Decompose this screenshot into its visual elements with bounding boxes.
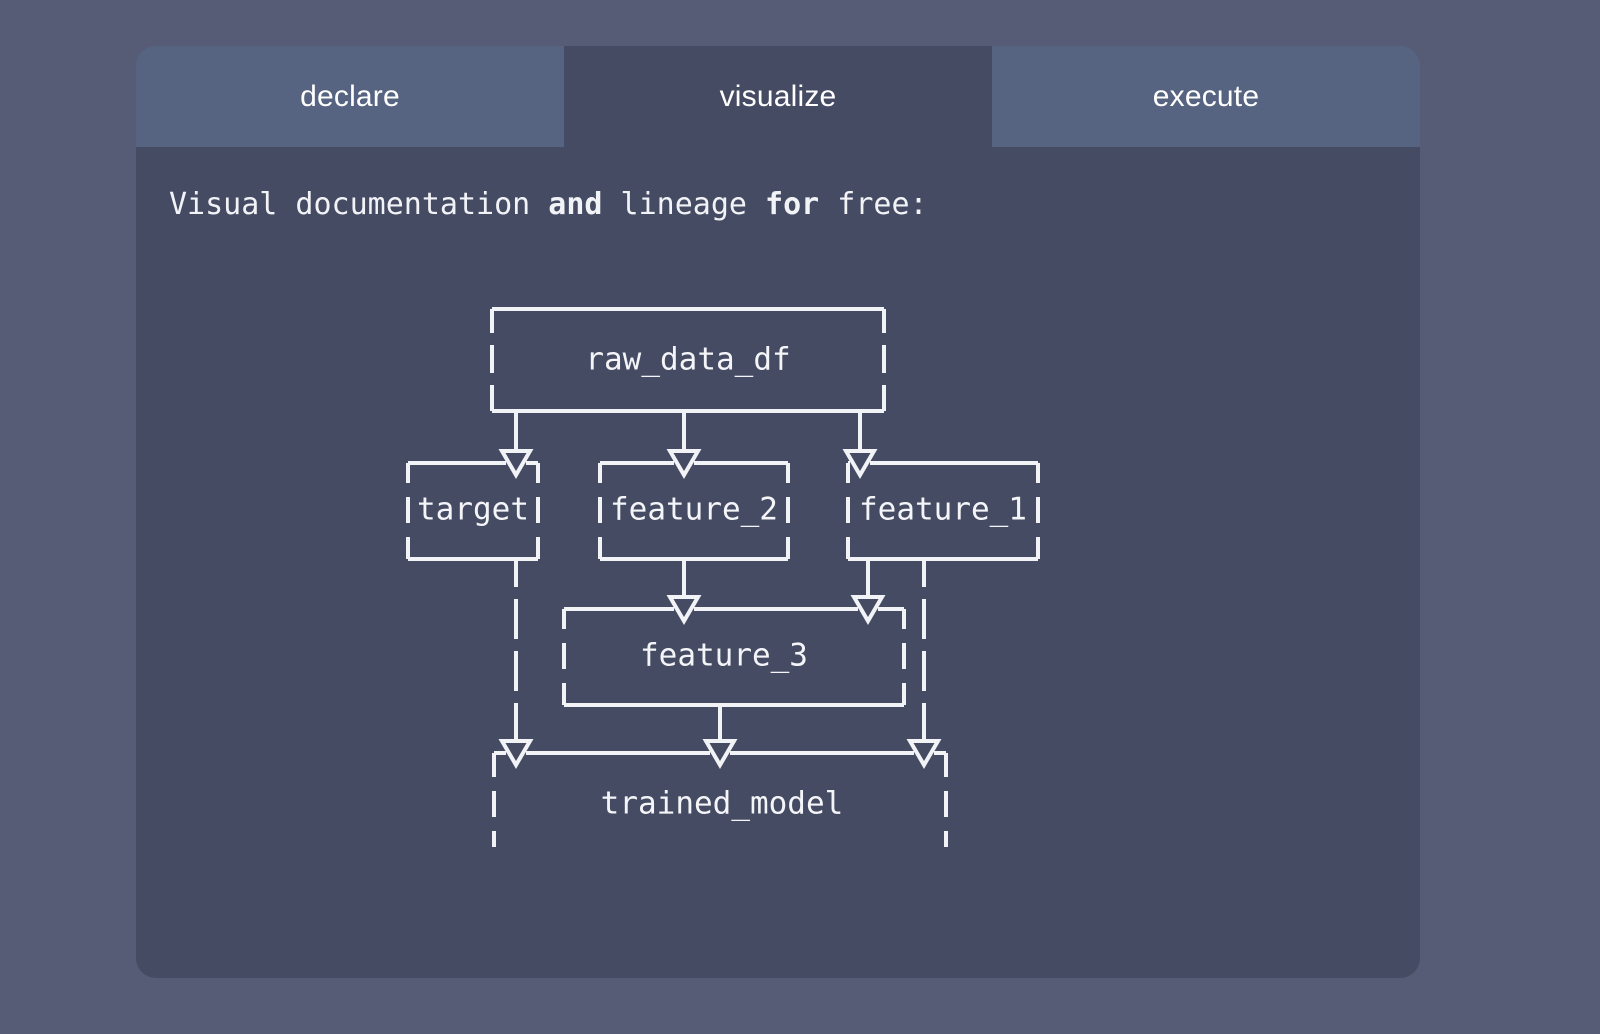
arrowhead-into-target [498, 449, 534, 479]
arrowhead-into-feature-1 [842, 449, 878, 479]
tab-bar: declare visualize execute [136, 46, 1420, 147]
node-feature-1[interactable] [846, 461, 1040, 561]
node-target[interactable] [406, 461, 540, 561]
lineage-dag-svg: raw_data_df target feature_2 feature_1 f… [406, 307, 1040, 847]
node-label-feature-1: feature_1 [859, 492, 1027, 528]
node-label-target: target [417, 492, 529, 528]
node-label-feature-2: feature_2 [610, 492, 778, 528]
tab-declare-label: declare [300, 79, 400, 113]
arrowhead-into-trained-model-mid [702, 739, 738, 769]
tab-visualize[interactable]: visualize [564, 46, 992, 147]
arrowhead-into-feature-3-right [850, 595, 886, 625]
node-label-feature-3: feature_3 [640, 638, 808, 674]
arrowhead-into-feature-2 [666, 449, 702, 479]
node-label-trained-model: trained_model [601, 786, 844, 822]
caption-segment-3: free: [819, 187, 928, 222]
tab-execute[interactable]: execute [992, 46, 1420, 147]
arrowhead-into-trained-model-right [906, 739, 942, 769]
node-feature-2[interactable] [598, 461, 790, 561]
tab-panel-visualize: Visual documentation and lineage for fre… [136, 147, 1420, 978]
node-raw-data-df[interactable] [490, 307, 886, 413]
node-trained-model[interactable] [492, 751, 948, 847]
caption-bold-and: and [548, 187, 603, 222]
caption-segment-2: lineage [602, 187, 766, 222]
caption-segment-1: Visual documentation [169, 187, 549, 222]
tab-declare[interactable]: declare [136, 46, 564, 147]
node-label-raw-data-df: raw_data_df [585, 342, 790, 378]
app-card: declare visualize execute Visual documen… [136, 46, 1420, 978]
panel-caption: Visual documentation and lineage for fre… [169, 187, 928, 222]
arrowhead-into-trained-model-left [498, 739, 534, 769]
lineage-diagram-container: raw_data_df target feature_2 feature_1 f… [136, 287, 1420, 867]
tab-visualize-label: visualize [719, 79, 837, 113]
arrowhead-into-feature-3-left [666, 595, 702, 625]
node-feature-3[interactable] [562, 607, 906, 707]
caption-bold-for: for [765, 187, 820, 222]
tab-execute-label: execute [1152, 79, 1260, 113]
